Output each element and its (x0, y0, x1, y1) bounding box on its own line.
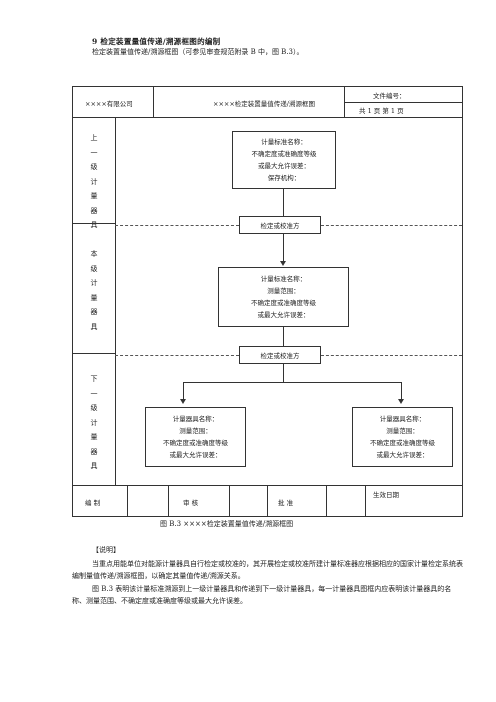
footer-compile-label: 编 制 (85, 499, 101, 507)
page-count: 共 1 页 第 1 页 (359, 107, 404, 115)
figure-caption: 图 B.3 ××××检定装置量值传递/溯源框图 (160, 520, 294, 528)
company-name: ××××有限公司 (85, 100, 133, 108)
level-label-upper: 上一级计量器具 (90, 134, 98, 229)
footer-approve-label: 批 准 (278, 499, 294, 507)
level-label-current: 本级计量器具 (90, 250, 98, 331)
header-title: ××××检定装置量值传递/溯源框图 (213, 100, 315, 108)
arrow-down-icon (280, 261, 286, 266)
footer-effective-label: 生效日期 (373, 491, 399, 499)
note-title: 【说明】 (92, 546, 120, 554)
arrow-down-icon (180, 399, 186, 404)
method-box-1: 检定或校准方 (239, 216, 321, 234)
caption-top: 检定装置量值传递/溯源框图（可参见审查规范附录 B 中，图 B.3）。 (92, 48, 304, 56)
lower-instrument-box-right: 计量器具名称： 测量范围： 不确定度或准确度等级 或最大允许误差： (352, 407, 453, 467)
footer-review-label: 审 核 (183, 499, 199, 507)
paragraph-2: 图 B.3 表明该计量标准溯源到上一级计量器具和传递到下一级计量器具，每一计量器… (72, 585, 452, 605)
lower-instrument-box-left: 计量器具名称： 测量范围： 不确定度或准确度等级 或最大允许误差： (145, 407, 246, 467)
section-title: 9 检定装置量值传递/溯源框图的编制 (92, 37, 221, 46)
arrow-down-icon (398, 399, 404, 404)
diagram-frame: ××××有限公司 ××××检定装置量值传递/溯源框图 文件编号： 共 1 页 第… (72, 86, 463, 517)
upper-standard-box: 计量标准名称： 不确定度或准确度等级 或最大允许误差： 保存机构： (232, 131, 336, 189)
doc-number-label: 文件编号： (373, 92, 406, 100)
method-box-2: 检定或校准方 (239, 346, 321, 364)
level-label-lower: 下一级计量器具 (90, 375, 98, 470)
paragraph-1: 当重点用能单位对能源计量器具自行检定或校准的，其开展检定或校准所建计量标准器应根… (72, 560, 463, 580)
current-standard-box: 计量标准名称： 测量范围： 不确定度或准确度等级 或最大允许误差： (218, 267, 349, 327)
